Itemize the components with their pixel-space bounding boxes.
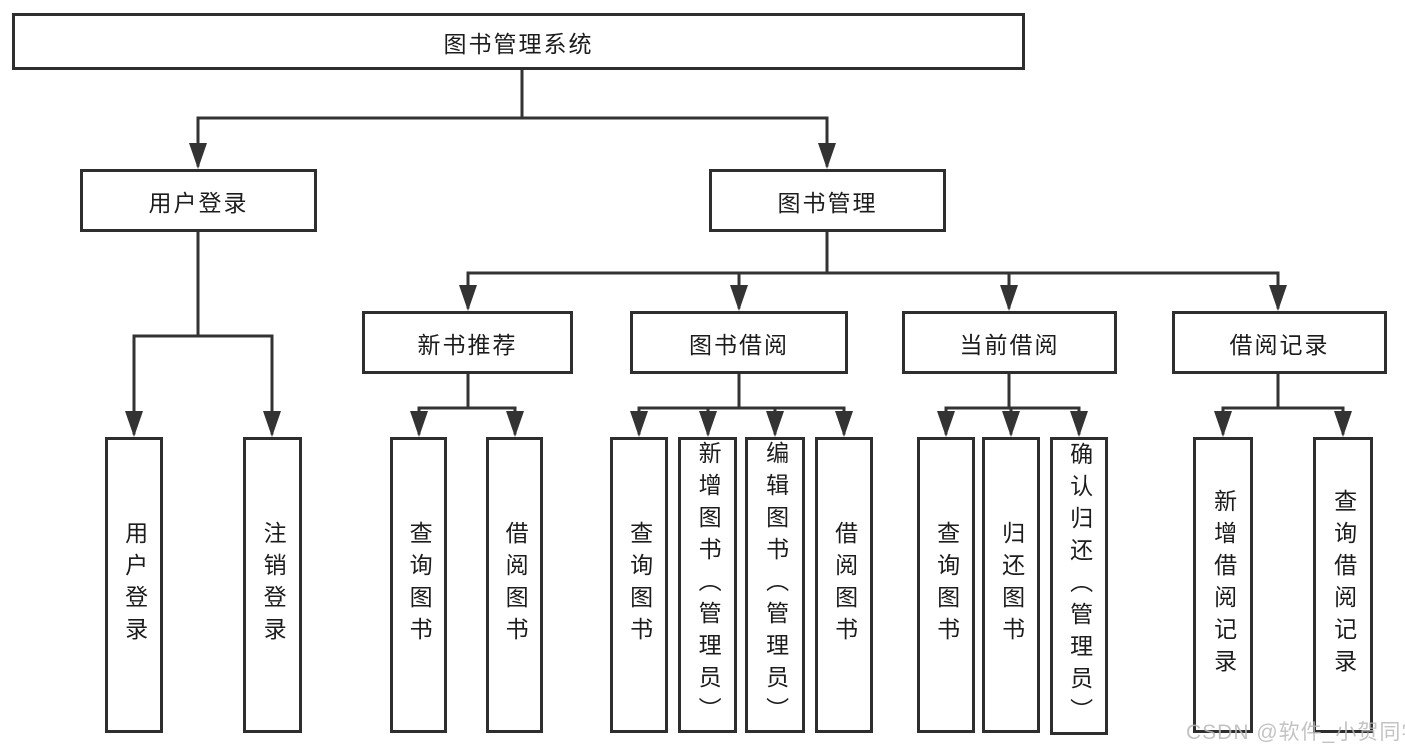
node-new-book-recommendation: 新书推荐 xyxy=(362,311,573,374)
node-current-borrowing: 当前借阅 xyxy=(902,311,1117,374)
node-book-borrowing: 图书借阅 xyxy=(630,311,848,374)
node-label: 当前借阅 xyxy=(959,331,1060,358)
arrowheads xyxy=(125,143,1352,437)
node-label: 图书管理 xyxy=(777,189,878,216)
node-label: 注销登录 xyxy=(260,521,287,649)
node-user-login: 用户登录 xyxy=(80,169,317,232)
node-label: 新书推荐 xyxy=(417,331,518,358)
node-label: 图书管理系统 xyxy=(443,30,594,57)
tree-edges xyxy=(132,68,1345,435)
node-book-management: 图书管理 xyxy=(709,169,946,232)
leaf-add-borrow-record: 新增借阅记录 xyxy=(1193,437,1253,733)
node-label: 用户登录 xyxy=(121,521,148,649)
csdn-watermark: CSDN @软件_小贺同学 xyxy=(1186,721,1405,744)
node-label: 编辑图书（管理员） xyxy=(762,441,789,729)
node-label: 归还图书 xyxy=(998,521,1025,649)
node-label: 用户登录 xyxy=(148,189,249,216)
node-label: 图书借阅 xyxy=(689,331,789,358)
leaf-borrow-books-recommendation: 借阅图书 xyxy=(486,437,543,733)
leaf-query-borrow-record: 查询借阅记录 xyxy=(1313,437,1373,733)
node-label: 查询图书 xyxy=(933,521,960,649)
node-borrow-records: 借阅记录 xyxy=(1172,311,1387,374)
node-library-management-system: 图书管理系统 xyxy=(12,13,1025,70)
node-label: 新增图书（管理员） xyxy=(695,441,722,729)
leaf-query-books-recommendation: 查询图书 xyxy=(390,437,447,733)
node-label: 查询借阅记录 xyxy=(1330,489,1357,681)
node-label: 查询图书 xyxy=(626,521,653,649)
node-label: 新增借阅记录 xyxy=(1210,489,1237,681)
leaf-query-books-borrowing: 查询图书 xyxy=(610,437,668,733)
leaf-edit-books-admin: 编辑图书（管理员） xyxy=(745,437,805,733)
leaf-borrow-books: 借阅图书 xyxy=(815,437,873,733)
leaf-add-books-admin: 新增图书（管理员） xyxy=(678,437,737,733)
node-label: 借阅图书 xyxy=(831,521,858,649)
leaf-logout: 注销登录 xyxy=(243,437,302,733)
leaf-confirm-return-admin: 确认归还（管理员） xyxy=(1050,437,1108,735)
node-label: 确认归还（管理员） xyxy=(1066,442,1093,730)
leaf-user-login: 用户登录 xyxy=(105,437,163,733)
node-label: 查询图书 xyxy=(406,521,433,649)
node-label: 借阅图书 xyxy=(502,521,529,649)
leaf-query-books-current: 查询图书 xyxy=(917,437,975,733)
node-label: 借阅记录 xyxy=(1229,331,1330,358)
leaf-return-books: 归还图书 xyxy=(982,437,1040,733)
